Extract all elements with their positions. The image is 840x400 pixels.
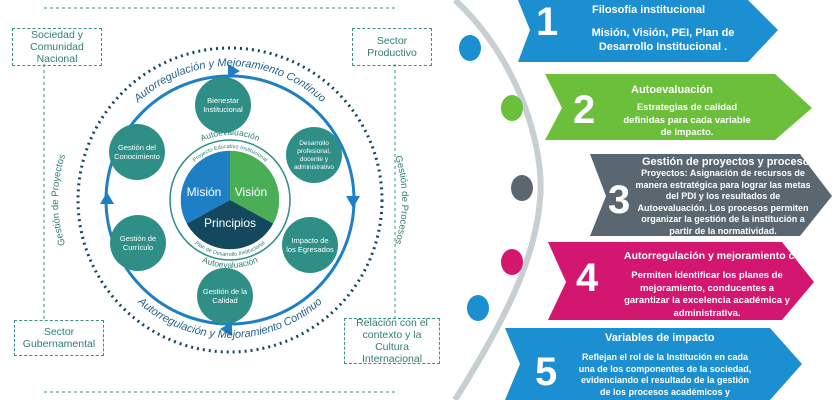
step-2-number: 2 [573,88,596,132]
step-5-body: Reflejan el rol de la Institución en cad… [578,352,752,397]
timeline-dots [459,35,533,321]
step-2-title: Autoevaluación [631,84,713,96]
step-1-arrow-shape [518,0,778,62]
step-1-body: Misión, Visión, PEI, Plan de Desarrollo … [591,27,735,53]
step-3-card: Gestión de proyectos y procesos 3 Proyec… [590,152,830,238]
ring-arrow-right [346,196,360,208]
timeline-curve [452,0,544,400]
corner-sociedad: Sociedad y Comunidad Nacional [12,28,102,66]
corner-relacion-contexto-label: Relación con el contexto y la Cultura In… [356,317,428,365]
step-1-number: 1 [536,0,559,44]
step-4-title: Autorregulación y mejoramiento continuo [624,250,794,262]
autoevaluacion-ring [169,139,291,261]
satellite-impacto-egresados-circle [282,217,338,273]
corner-sector-productivo-label: Sector Productivo [367,35,417,59]
step-3-title: Gestión de proyectos y procesos [642,156,816,168]
core-mision-label: Misión [187,185,222,199]
corner-sector-productivo: Sector Productivo [352,28,432,66]
step-5-card: Variables de impacto 5 Reflejan el rol d… [505,326,805,400]
timeline-dot-4 [501,249,523,275]
core-mision-segment [179,149,230,224]
timeline-dot-3 [511,175,533,201]
step-3-arrow-shape [590,154,832,236]
step-2-card: 2 Autoevaluación Estrategias de calidad … [545,72,815,142]
satellite-desarrollo-profesional-circle [286,127,342,183]
step-5-title: Variables de impacto [605,332,715,344]
step-4-card: 4 Autorregulación y mejoramiento continu… [548,240,818,322]
satellite-gestion-calidad-circle [197,268,253,324]
step-1-card: 1 Filosofía institucional Misión, Visión… [518,0,808,68]
satellite-bienestar-circle [195,77,251,133]
step-2-body: Estrategias de calidad definidas para ca… [623,102,751,138]
step-3-body: Proyectos: Asignación de recursos de man… [635,168,811,236]
timeline-dot-5 [467,295,489,321]
corner-relacion-contexto: Relación con el contexto y la Cultura In… [344,317,440,365]
step-4-body: Permiten identificar los planes de mejor… [624,270,790,319]
ring-arrow-bottom [220,322,232,336]
corner-sector-gubernamental-label: Sector Gubernamental [22,326,96,350]
corner-sector-gubernamental: Sector Gubernamental [14,320,104,356]
core-principios-segment [186,200,274,251]
step-4-number: 4 [576,256,599,300]
timeline-dot-2 [501,95,523,121]
inner-label-bottom: Autoevaluación [201,254,259,270]
step-1-title: Filosofía institucional [592,4,706,16]
core-vision-segment [230,149,281,224]
core-vision-label: Visión [235,185,267,199]
satellite-gestion-curriculo-circle [110,215,166,271]
ring-arrow-top [228,64,240,78]
ring-arrow-left [100,192,114,204]
step-4-arrow-shape [548,242,814,320]
step-arrows [505,0,832,400]
core-circle: Misión Visión Principios [179,149,281,251]
satellite-gestion-conocimiento-circle [109,124,165,180]
outer-dashed-ring [76,46,384,354]
step-3-number: 3 [608,178,631,222]
step-2-arrow-shape [545,74,812,140]
corner-sociedad-label: Sociedad y Comunidad Nacional [30,29,84,65]
timeline-dot-1 [459,35,481,61]
core-principios-label: Principios [204,216,256,230]
step-5-number: 5 [535,350,558,394]
step-5-arrow-shape [505,328,802,400]
